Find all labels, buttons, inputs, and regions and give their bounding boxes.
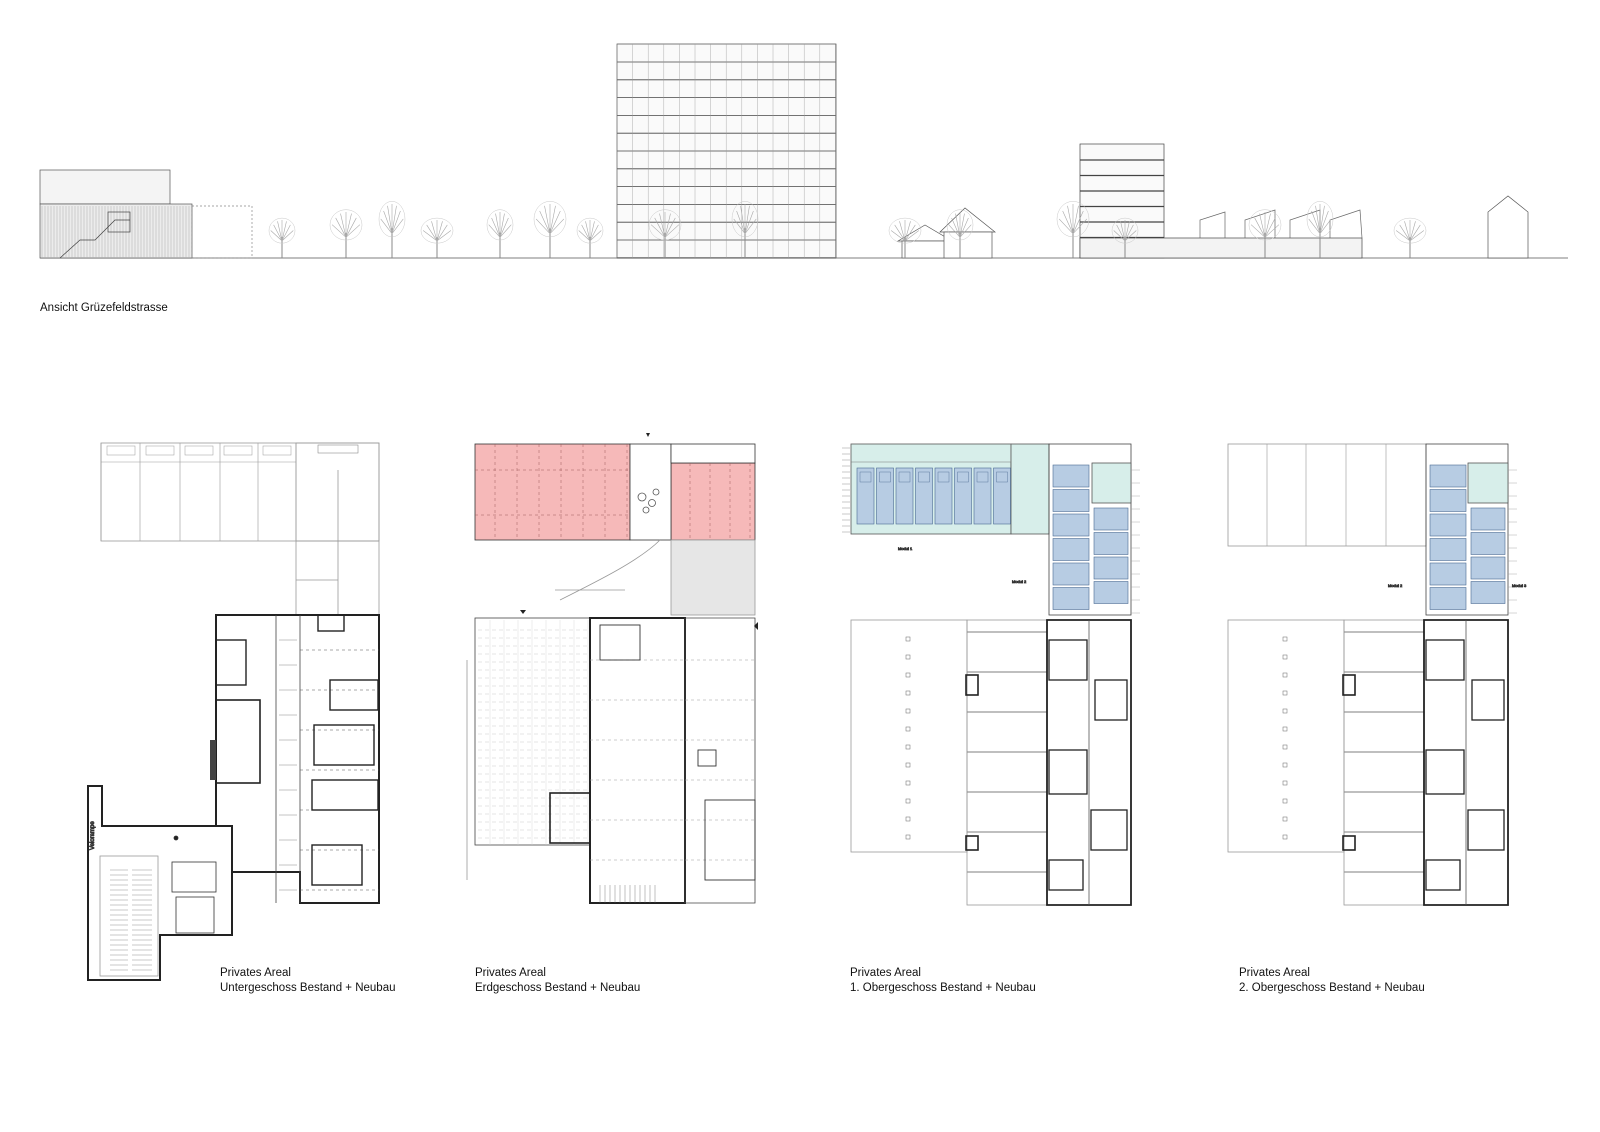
elevation-left-building bbox=[39, 169, 253, 259]
plan-obergeschoss-1: Modul 1 Modul 2 bbox=[842, 443, 1140, 906]
caption-line1: Privates Areal bbox=[220, 967, 291, 979]
plan-obergeschoss-2: Modul 2 Modul 3 bbox=[1227, 443, 1527, 906]
plan-untergeschoss: Velorampe bbox=[87, 442, 380, 981]
tree bbox=[648, 209, 682, 258]
tree bbox=[268, 217, 296, 258]
caption-line2: Untergeschoss Bestand + Neubau bbox=[220, 982, 396, 994]
elevation-tower bbox=[616, 43, 837, 259]
tree bbox=[1306, 201, 1334, 258]
caption-obergeschoss-2: Privates Areal 2. Obergeschoss Bestand +… bbox=[1239, 966, 1425, 996]
caption-line1: Privates Areal bbox=[850, 967, 921, 979]
elevation-house bbox=[896, 207, 996, 259]
tree bbox=[1111, 217, 1139, 258]
tree bbox=[888, 217, 922, 258]
tree bbox=[946, 209, 974, 258]
tree bbox=[1393, 217, 1427, 258]
modul2-label-a: Modul 2 bbox=[1012, 579, 1027, 584]
tree bbox=[533, 201, 567, 258]
tree bbox=[731, 201, 759, 258]
tree bbox=[378, 201, 406, 258]
elevation-title: Ansicht Grüzefeldstrasse bbox=[40, 302, 168, 314]
caption-erdgeschoss: Privates Areal Erdgeschoss Bestand + Neu… bbox=[475, 966, 640, 996]
street-elevation bbox=[39, 43, 1568, 259]
tree bbox=[486, 209, 514, 258]
caption-line2: 2. Obergeschoss Bestand + Neubau bbox=[1239, 982, 1425, 994]
caption-obergeschoss-1: Privates Areal 1. Obergeschoss Bestand +… bbox=[850, 966, 1036, 996]
caption-untergeschoss: Privates Areal Untergeschoss Bestand + N… bbox=[220, 966, 396, 996]
modul1-label: Modul 1 bbox=[898, 546, 913, 551]
caption-line1: Privates Areal bbox=[1239, 967, 1310, 979]
tree bbox=[576, 217, 604, 258]
tree bbox=[1248, 209, 1282, 258]
velorampe-label: Velorampe bbox=[90, 821, 96, 850]
tree bbox=[1056, 201, 1090, 258]
elevation-midrise bbox=[1079, 143, 1363, 259]
elevation-gable-house bbox=[1487, 195, 1529, 259]
modul3-label: Modul 3 bbox=[1512, 583, 1527, 588]
caption-line2: 1. Obergeschoss Bestand + Neubau bbox=[850, 982, 1036, 994]
elevation-trees bbox=[268, 201, 1427, 258]
caption-line2: Erdgeschoss Bestand + Neubau bbox=[475, 982, 641, 994]
plan-erdgeschoss bbox=[466, 433, 758, 904]
modul2-label-b: Modul 2 bbox=[1388, 583, 1403, 588]
caption-line1: Privates Areal bbox=[475, 967, 546, 979]
tree bbox=[329, 209, 363, 258]
tree bbox=[420, 217, 454, 258]
